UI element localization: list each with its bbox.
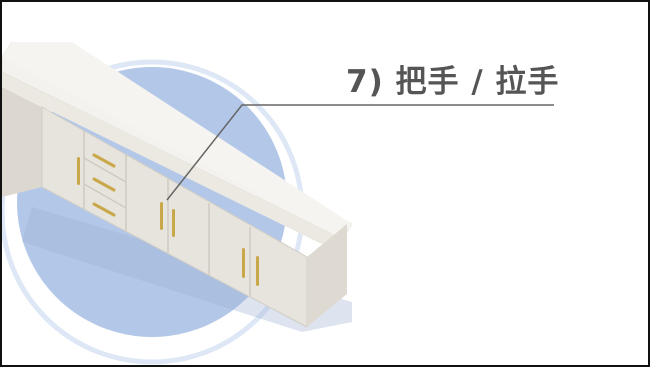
handle bbox=[172, 209, 175, 237]
cabinet-left-return bbox=[2, 87, 42, 197]
cabinet-side bbox=[307, 224, 347, 327]
countertop-edge bbox=[2, 72, 342, 254]
drawer-handle bbox=[92, 153, 116, 168]
drawer-handle bbox=[92, 202, 116, 217]
handle bbox=[160, 202, 163, 230]
drawer-divider bbox=[83, 183, 127, 209]
callout-label: 7) 把手 / 拉手 bbox=[346, 64, 560, 100]
callout-leader-line bbox=[166, 104, 554, 201]
handle bbox=[256, 256, 259, 286]
cabinet-top-slab bbox=[2, 42, 352, 239]
handle bbox=[77, 157, 80, 185]
drawer-handle bbox=[92, 177, 116, 192]
handle bbox=[242, 248, 245, 278]
drawer-divider bbox=[83, 157, 127, 183]
